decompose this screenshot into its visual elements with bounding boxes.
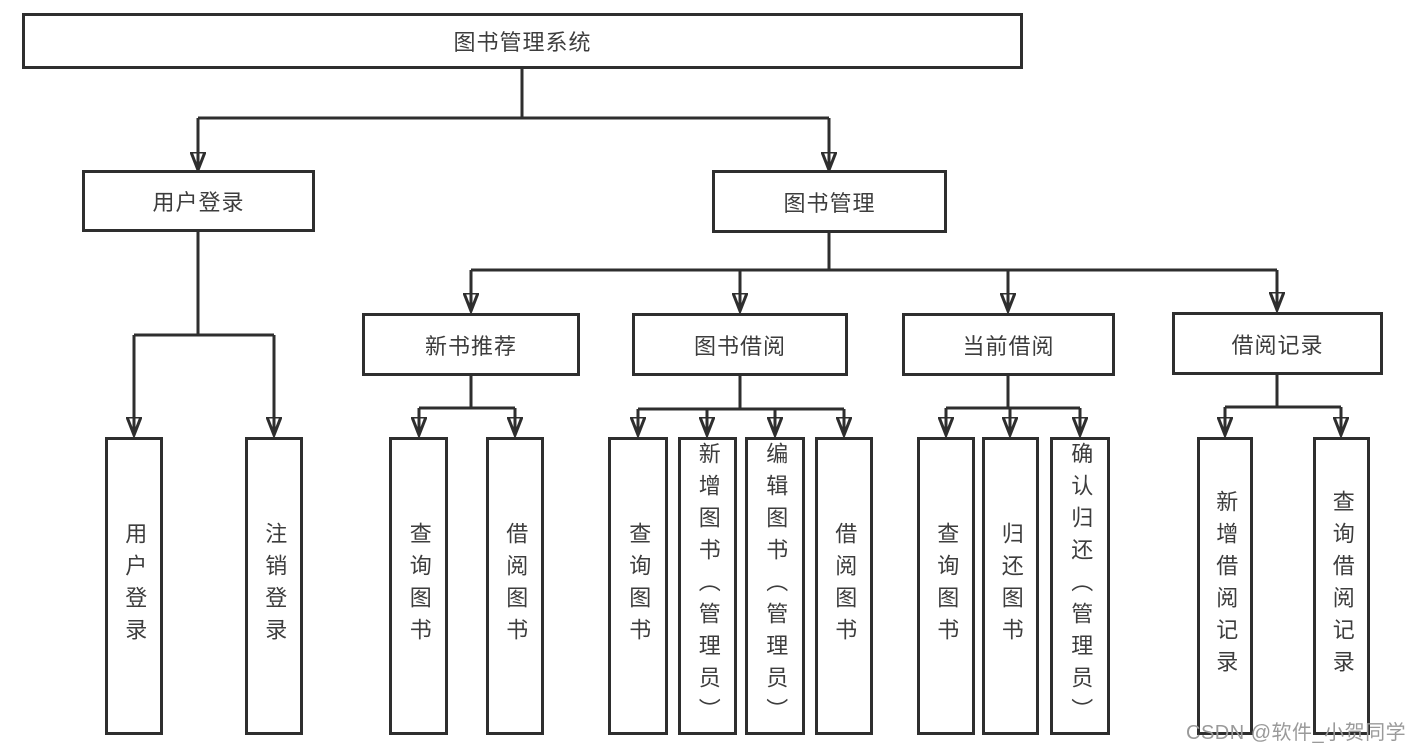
leaf-nbr-query: 查询图书 bbox=[389, 437, 448, 735]
csdn-watermark: CSDN @软件_小贺同学 bbox=[1186, 722, 1405, 744]
node-current-borrow: 当前借阅 bbox=[902, 313, 1115, 376]
connector-book-mgmt-bar bbox=[471, 233, 1277, 272]
connector-current-borrow-bar bbox=[946, 376, 1080, 410]
leaf-user-login: 用户登录 bbox=[105, 437, 163, 735]
leaf-br-add-label: 新增借阅记录 bbox=[1213, 490, 1239, 682]
leaf-nbr-query-label: 查询图书 bbox=[406, 522, 432, 650]
leaf-bb-add: 新增图书（管理员） bbox=[678, 437, 737, 735]
connector-new-book-rec-bar bbox=[419, 376, 515, 410]
leaf-user-login-label: 用户登录 bbox=[122, 522, 148, 650]
leaf-bb-add-label: 新增图书（管理员） bbox=[695, 442, 721, 730]
node-book-borrow: 图书借阅 bbox=[632, 313, 848, 376]
leaf-cb-return-label: 归还图书 bbox=[998, 522, 1024, 650]
leaf-bb-borrow: 借阅图书 bbox=[815, 437, 873, 735]
leaf-cb-query-label: 查询图书 bbox=[934, 522, 960, 650]
leaf-bb-borrow-label: 借阅图书 bbox=[832, 522, 858, 650]
node-borrow-record: 借阅记录 bbox=[1172, 312, 1383, 375]
node-book-borrow-label: 图书借阅 bbox=[693, 333, 786, 359]
leaf-nbr-borrow-label: 借阅图书 bbox=[503, 522, 529, 650]
node-user-login-label: 用户登录 bbox=[152, 190, 245, 215]
leaf-logout-label: 注销登录 bbox=[262, 522, 288, 650]
node-new-book-rec: 新书推荐 bbox=[362, 313, 580, 376]
node-borrow-record-label: 借阅记录 bbox=[1231, 332, 1324, 358]
node-current-borrow-label: 当前借阅 bbox=[962, 333, 1055, 359]
node-book-mgmt: 图书管理 bbox=[712, 170, 947, 233]
connector-user-login-bar bbox=[134, 232, 274, 337]
leaf-br-query-label: 查询借阅记录 bbox=[1329, 490, 1355, 682]
leaf-br-add: 新增借阅记录 bbox=[1197, 437, 1253, 735]
node-book-mgmt-label: 图书管理 bbox=[783, 190, 876, 216]
connector-book-borrow-bar bbox=[638, 376, 844, 411]
leaf-cb-query: 查询图书 bbox=[917, 437, 975, 735]
leaf-nbr-borrow: 借阅图书 bbox=[486, 437, 544, 735]
leaf-bb-edit-label: 编辑图书（管理员） bbox=[763, 442, 789, 730]
leaf-cb-return: 归还图书 bbox=[982, 437, 1039, 735]
connector-root-bar bbox=[198, 69, 829, 120]
leaf-bb-edit: 编辑图书（管理员） bbox=[745, 437, 805, 735]
node-root-label: 图书管理系统 bbox=[453, 30, 592, 55]
node-new-book-rec-label: 新书推荐 bbox=[424, 333, 517, 359]
leaf-logout: 注销登录 bbox=[245, 437, 303, 735]
leaf-cb-confirm: 确认归还（管理员） bbox=[1050, 437, 1110, 735]
connector-borrow-record-bar bbox=[1225, 375, 1341, 409]
leaf-bb-query-label: 查询图书 bbox=[626, 522, 652, 650]
leaf-br-query: 查询借阅记录 bbox=[1313, 437, 1370, 735]
node-root: 图书管理系统 bbox=[22, 13, 1023, 69]
leaf-cb-confirm-label: 确认归还（管理员） bbox=[1068, 442, 1094, 730]
leaf-bb-query: 查询图书 bbox=[608, 437, 668, 735]
node-user-login: 用户登录 bbox=[82, 170, 315, 232]
